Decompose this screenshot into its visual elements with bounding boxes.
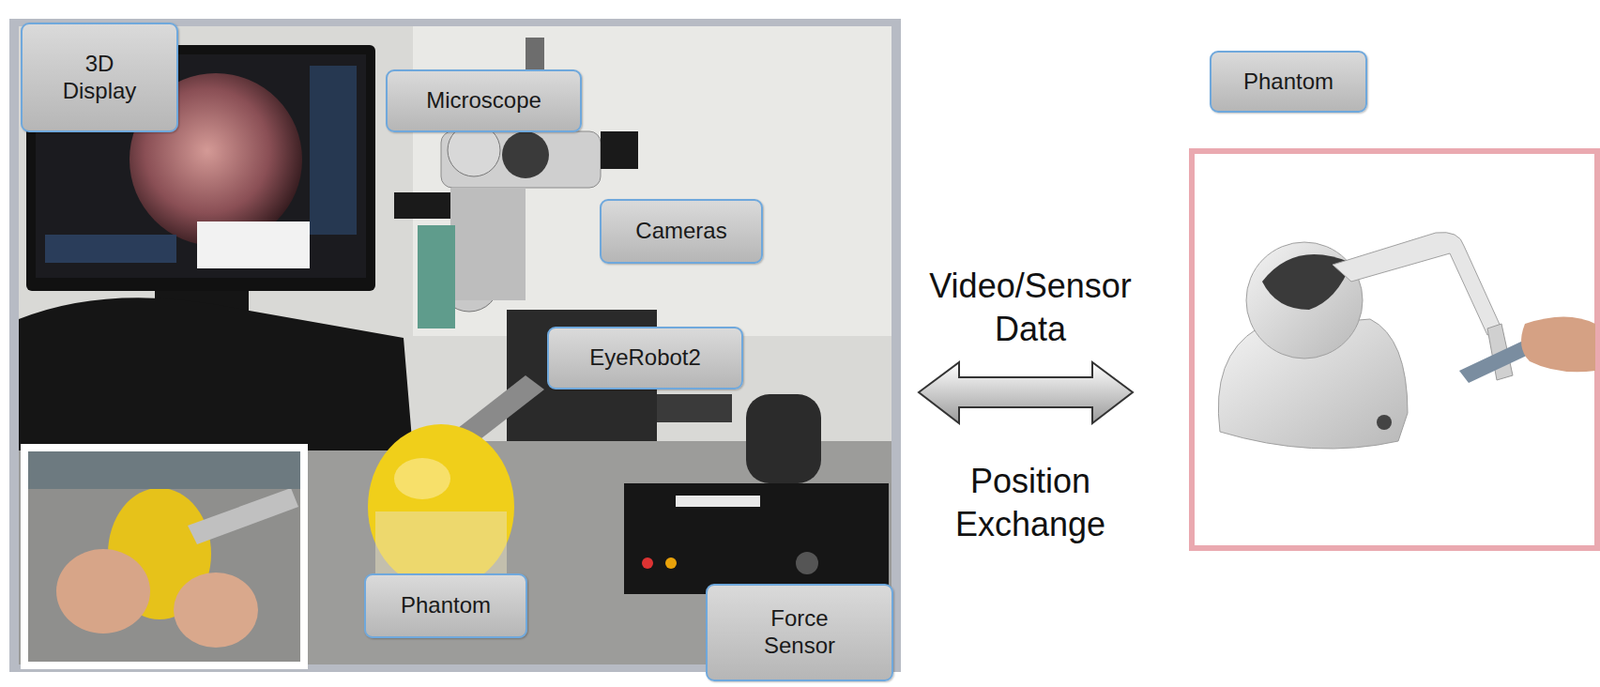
haptic-frame (1191, 151, 1598, 549)
label-inner: Microscope (426, 87, 542, 115)
double-arrow (918, 362, 1133, 424)
label-text: Phantom (1243, 68, 1334, 96)
photo-frame (9, 18, 901, 672)
label-text: Microscope (426, 87, 542, 115)
label-inner: EyeRobot2 (589, 344, 701, 372)
label-inner: Cameras (635, 217, 727, 245)
label-box: Cameras (599, 198, 763, 264)
label-box: Force Sensor (705, 583, 894, 682)
label-box: Microscope (385, 69, 582, 133)
label-inner: Force Sensor (747, 605, 852, 660)
label-box: Phantom (1209, 50, 1368, 113)
label-text: Force Sensor (747, 605, 852, 660)
label-text: 3D Display (47, 50, 152, 106)
label-inner: 3D Display (47, 50, 152, 106)
label-inner: Phantom (1243, 68, 1334, 96)
label-inner: Phantom (400, 592, 491, 620)
label-box: Phantom (364, 573, 528, 639)
label-text: Cameras (635, 217, 727, 245)
label-box: EyeRobot2 (547, 326, 744, 390)
label-text: EyeRobot2 (589, 344, 701, 372)
arrow-label: Position Exchange (903, 459, 1158, 547)
arrow-label: Video/Sensor Data (903, 264, 1158, 351)
label-box: 3D Display (20, 22, 179, 133)
label-text: Phantom (400, 592, 491, 620)
